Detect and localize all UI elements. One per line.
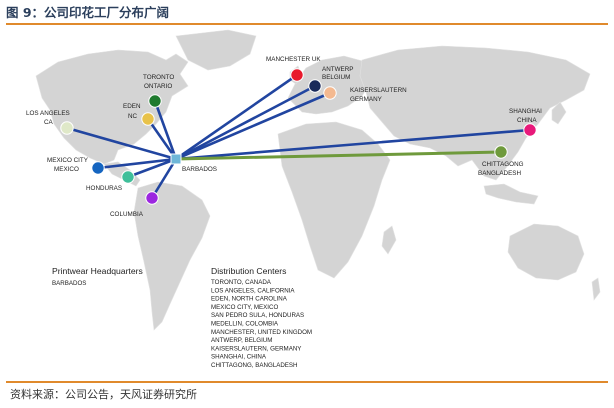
north-america-landmass [35,49,189,165]
route-line [153,99,178,161]
site-marker [523,123,537,137]
site-marker [60,121,74,135]
routes [65,73,532,200]
label-antwerp-1: ANTWERP [322,66,354,73]
site-marker [290,68,304,82]
site-marker [494,145,508,159]
distribution-legend: Distribution Centers TORONTO, CANADA LOS… [211,266,312,369]
distribution-item: MEDELLIN, COLOMBIA [211,321,279,328]
label-eden-2: NC [128,113,138,120]
asia-landmass [359,45,591,181]
headquarters-location: BARBADOS [52,280,86,287]
africa-landmass [277,121,391,279]
label-manchester: MANCHESTER UK [266,56,321,63]
label-mexico-2: MEXICO [54,166,79,173]
hub-marker [170,153,182,165]
indonesia-landmass [483,183,539,205]
label-toronto-2: ONTARIO [144,83,172,90]
label-honduras: HONDURAS [86,185,122,192]
new-zealand-landmass [591,277,601,301]
distribution-item: ANTWERP, BELGIUM [211,337,272,344]
route-line [174,73,299,161]
distribution-item: MANCHESTER, UNITED KINGDOM [211,329,312,336]
route-line [146,117,178,161]
label-losangeles-1: LOS ANGELES [26,110,70,117]
route-line [174,91,332,161]
label-columbia: COLUMBIA [110,211,144,218]
site-marker [308,79,322,93]
route-line [126,157,178,179]
footer-divider [6,381,608,383]
label-hub: BARBADOS [182,166,217,173]
distribution-item: KAISERSLAUTERN, GERMANY [211,345,301,352]
site-marker [121,170,135,184]
site-marker [91,161,105,175]
route-line [174,150,503,161]
route-line [150,157,178,200]
headquarters-legend: Printwear Headquarters BARBADOS [52,266,143,287]
distribution-item: TORONTO, CANADA [211,279,272,286]
madagascar-landmass [381,225,397,255]
source-note: 资料来源：公司公告，天风证券研究所 [10,388,197,401]
label-mexico-1: MEXICO CITY [47,157,89,164]
label-kaiserslautern-1: KAISERSLAUTERN [350,87,407,94]
label-kaiserslautern-2: GERMANY [350,96,383,103]
distribution-item: SHANGHAI, CHINA [211,354,267,361]
route-line [174,84,317,161]
label-chittagong-2: BANGLADESH [478,170,521,177]
site-labels: TORONTO ONTARIO EDEN NC LOS ANGELES CA M… [26,56,542,218]
greenland-landmass [175,29,257,71]
distribution-item: CHITTAGONG, BANGLADESH [211,362,298,369]
label-toronto-1: TORONTO [143,74,174,81]
site-marker [148,94,162,108]
continents [35,29,601,331]
title-divider [6,23,608,25]
label-antwerp-2: BELGIUM [322,74,350,81]
label-shanghai-2: CHINA [517,117,537,124]
label-eden-1: EDEN [123,103,141,110]
route-line [96,157,178,170]
distribution-item: SAN PEDRO SULA, HONDURAS [211,312,304,319]
label-losangeles-2: CA [44,119,54,126]
figure-title: 图 9：公司印花工厂分布广阔 [6,5,170,20]
distribution-title: Distribution Centers [211,266,286,276]
route-line [65,126,178,161]
site-marker [323,86,337,100]
south-america-landmass [133,181,211,331]
site-marker [145,191,159,205]
route-line [174,128,532,161]
site-marker [141,112,155,126]
distribution-item: EDEN, NORTH CAROLINA [211,296,288,303]
japan-landmass [551,101,567,125]
distribution-item: LOS ANGELES, CALIFORNIA [211,287,295,294]
label-shanghai-1: SHANGHAI [509,108,542,115]
australia-landmass [507,223,585,281]
site-markers [60,68,537,205]
headquarters-title: Printwear Headquarters [52,266,143,276]
label-chittagong-1: CHITTAGONG [482,161,524,168]
world-map: TORONTO ONTARIO EDEN NC LOS ANGELES CA M… [6,26,608,376]
distribution-item: MEXICO CITY, MEXICO [211,304,278,311]
